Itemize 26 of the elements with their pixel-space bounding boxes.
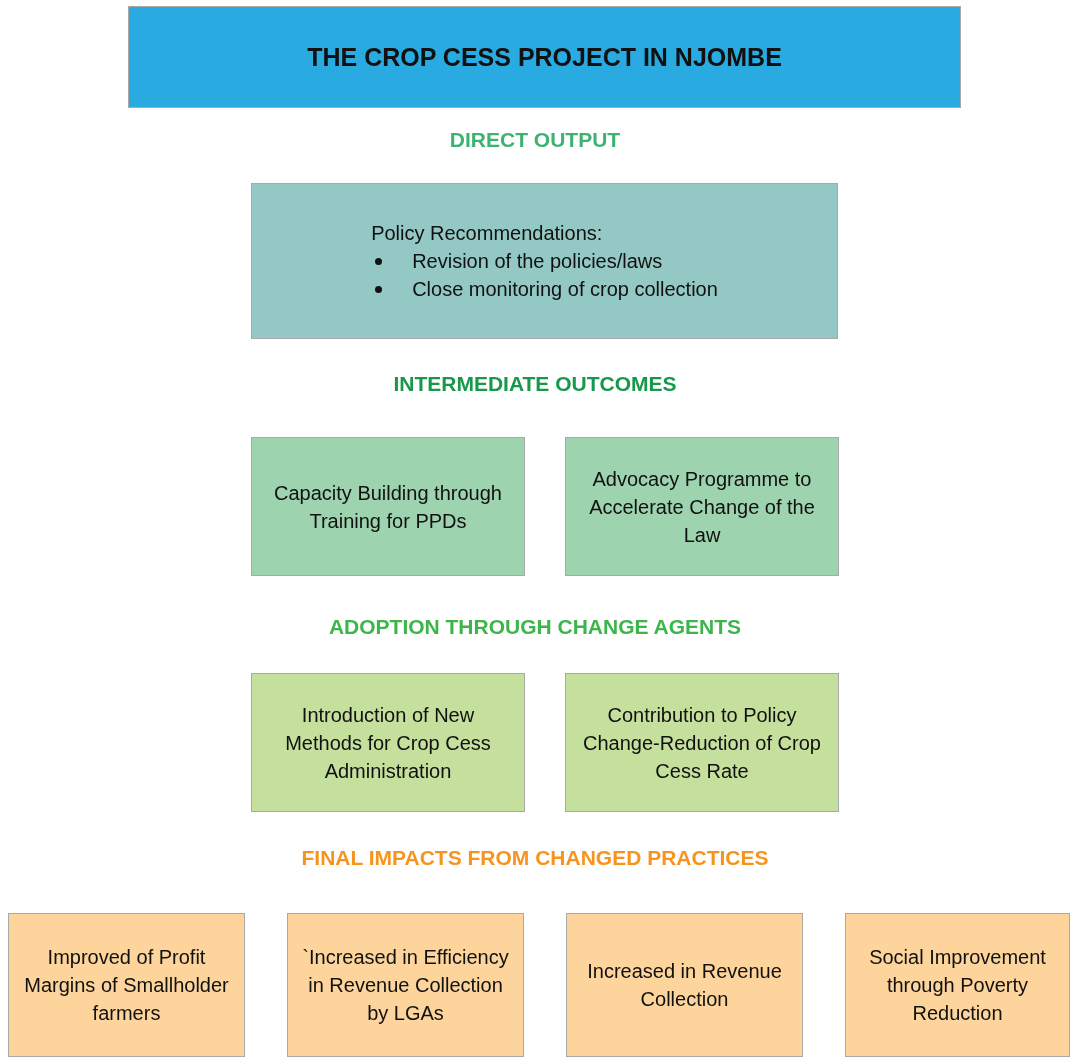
adoption-box [251,673,525,812]
section-heading: FINAL IMPACTS FROM CHANGED PRACTICES [301,846,769,870]
output-box [251,183,838,339]
box-text: Capacity Building through Training for PPDs [273,480,503,534]
list-heading: Policy Recommendations: [371,221,604,246]
impact-box [287,913,524,1057]
title-box [128,6,961,108]
adoption-box [565,673,839,812]
section-heading: DIRECT OUTPUT [449,128,621,152]
outcome-box [251,437,525,576]
box-text: Contribution to Policy Change-Reduction of Crop Cess Rate [582,702,822,784]
box-text: Introduction of New Methods for Crop Cess Administration [284,702,492,784]
section-heading: INTERMEDIATE OUTCOMES [393,372,677,396]
box-text: Increased in Revenue Collection [586,959,783,1012]
impact-box [845,913,1070,1057]
box-text: Advocacy Programme to Accelerate Change of the Law [588,466,816,548]
bullet-item: Close monitoring of crop collection [412,277,718,302]
impact-box [566,913,803,1057]
box-text: `Increased in Efficiency in Revenue Collection by LGAs [301,945,510,1026]
title: THE CROP CESS PROJECT IN NJOMBE [307,43,782,71]
bullet-item: Revision of the policies/laws [412,249,663,274]
box-text: Improved of Profit Margins of Smallholder farmers [23,945,230,1026]
box-text: Social Improvement through Poverty Reduction [868,945,1047,1026]
section-heading: ADOPTION THROUGH CHANGE AGENTS [328,615,742,639]
impact-box [8,913,245,1057]
outcome-box [565,437,839,576]
